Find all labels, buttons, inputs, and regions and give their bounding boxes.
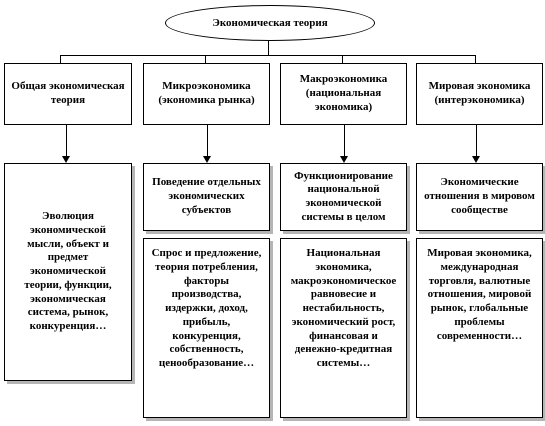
header-drop-line-3 bbox=[342, 55, 343, 63]
header-general-theory: Общая экономическая теория bbox=[4, 63, 132, 125]
arrow-head-1 bbox=[62, 156, 70, 163]
arrow-head-2 bbox=[203, 156, 211, 163]
header-microeconomics: Микроэкономика (экономика рынка) bbox=[143, 63, 270, 125]
root-connector-line bbox=[268, 41, 269, 55]
microeconomics-topics-box: Спрос и предложение, теория потребления,… bbox=[143, 238, 270, 418]
header-drop-line-1 bbox=[60, 55, 61, 63]
macroeconomics-topics-box: Национальная экономика, макроэкономическ… bbox=[280, 238, 407, 418]
world-economy-topics-box: Мировая экономика, международная торговл… bbox=[416, 238, 543, 418]
header-world-economy: Мировая экономика (интерэкономика) bbox=[416, 63, 543, 125]
arrow-line-2 bbox=[207, 125, 208, 157]
microeconomics-subject-box: Поведение отдельных экономических субъек… bbox=[143, 163, 270, 231]
header-drop-line-2 bbox=[205, 55, 206, 63]
macroeconomics-subject-box: Функционирование национальной экономичес… bbox=[280, 163, 407, 231]
world-economy-subject-box: Экономические отношения в мировом сообще… bbox=[416, 163, 543, 231]
arrow-head-3 bbox=[340, 156, 348, 163]
header-drop-line-4 bbox=[475, 55, 476, 63]
arrow-line-4 bbox=[476, 125, 477, 157]
root-label: Экономическая теория bbox=[212, 17, 328, 29]
header-connector-line bbox=[60, 55, 475, 56]
arrow-line-1 bbox=[66, 125, 67, 157]
general-theory-details: Эволюция экономической мысли, объект и п… bbox=[4, 163, 132, 381]
arrow-head-4 bbox=[472, 156, 480, 163]
arrow-line-3 bbox=[344, 125, 345, 157]
root-node: Экономическая теория bbox=[165, 5, 375, 41]
header-macroeconomics: Макроэкономика (национальная экономика) bbox=[280, 63, 407, 125]
